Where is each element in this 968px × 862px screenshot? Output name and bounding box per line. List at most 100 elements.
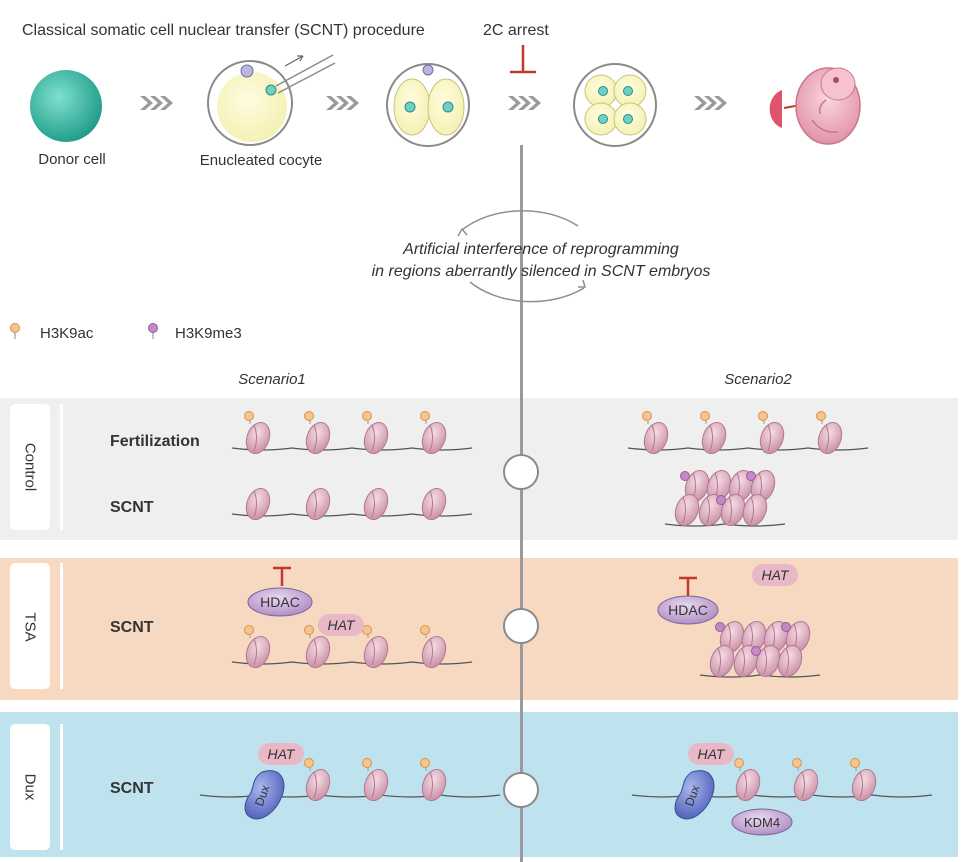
- nucleosome-wrap: [429, 424, 433, 452]
- h3k9ac-mark: [362, 758, 372, 768]
- kdm4-label: KDM4: [744, 815, 780, 830]
- h3k9ac-mark: [700, 411, 710, 421]
- nucleosome-wrap: [763, 647, 767, 675]
- dux-label-scenario2: Dux: [682, 783, 702, 808]
- hdac-label-scenario1: HDAC: [260, 594, 300, 610]
- nucleosome: [701, 422, 727, 454]
- h3k9me3-mark: [781, 622, 791, 632]
- nucleosome-wrap: [651, 424, 655, 452]
- nucleosome: [363, 488, 389, 520]
- hat-protein-tsa-scenario2: [752, 564, 798, 586]
- junction-circle: [503, 454, 539, 490]
- h3k9ac-mark: [420, 411, 430, 421]
- h3k9ac-mark: [304, 758, 314, 768]
- h3k9ac-mark: [758, 411, 768, 421]
- mouse-fetus-icon: [769, 67, 861, 145]
- h3k9me3-mark: [680, 471, 690, 481]
- nucleosome: [305, 636, 331, 668]
- nucleosome-wrap: [717, 647, 721, 675]
- h3k9ac-mark: [304, 411, 314, 421]
- h3k9me3-mark: [751, 646, 761, 656]
- cycle-text-line2: in regions aberrantly silenced in SCNT e…: [372, 263, 711, 280]
- nucleosome-wrap: [371, 771, 375, 799]
- nucleosome: [363, 636, 389, 668]
- nucleosome: [643, 422, 669, 454]
- junction-circle: [503, 772, 539, 808]
- nucleosome-wrap: [429, 771, 433, 799]
- h3k9ac-mark: [734, 758, 744, 768]
- oocyte-label: Enucleated cocyte: [200, 152, 323, 169]
- nucleosome: [709, 645, 735, 677]
- hat-label-tsa-scenario1: HAT: [328, 617, 356, 633]
- h3k9ac-mark: [244, 411, 254, 421]
- h3k9ac-mark: [420, 625, 430, 635]
- nucleosome: [421, 488, 447, 520]
- dux-label-scenario1: Dux: [252, 783, 272, 808]
- nucleosome-wrap: [767, 424, 771, 452]
- procedure-title: Classical somatic cell nuclear transfer …: [22, 22, 425, 39]
- kdm4-protein: [731, 808, 793, 836]
- nucleosome: [245, 636, 271, 668]
- tsa-scnt-label: SCNT: [110, 619, 154, 636]
- nucleosome: [363, 769, 389, 801]
- nucleosome-wrap: [801, 771, 805, 799]
- hat-protein-tsa-scenario1: [318, 614, 364, 636]
- chromatin-layer: [199, 411, 933, 801]
- hdac-protein-scenario2: [657, 595, 719, 625]
- enucleated-oocyte: [207, 54, 336, 146]
- nucleosome-wrap: [728, 496, 732, 524]
- h3k9ac-mark: [304, 625, 314, 635]
- nucleosome-wrap: [706, 496, 710, 524]
- hdac-protein-scenario1: [247, 587, 313, 617]
- nucleosome-wrap: [253, 490, 257, 518]
- nucleosome-wrap: [859, 771, 863, 799]
- nucleosome: [245, 422, 271, 454]
- h3k9ac-mark: [850, 758, 860, 768]
- tsa-tab: TSA: [10, 563, 63, 689]
- nucleosome-wrap: [429, 638, 433, 666]
- cycle-arrows-icon: [457, 210, 586, 303]
- hat-label-dux-scenario1: HAT: [268, 746, 296, 762]
- control-fertilization-label: Fertilization: [110, 433, 200, 450]
- nucleosome: [305, 769, 331, 801]
- h3k9me3-mark: [716, 495, 726, 505]
- arrow-icon: [140, 96, 173, 110]
- hdac-inhibit-icon: [273, 566, 291, 586]
- nucleosome: [245, 488, 271, 520]
- nucleosome: [421, 422, 447, 454]
- nucleosome-wrap: [371, 424, 375, 452]
- dux-protein-scenario2: Dux: [674, 770, 715, 820]
- arrow-icon: [326, 96, 359, 110]
- nucleosome-wrap: [750, 496, 754, 524]
- nucleosome-wrap: [253, 424, 257, 452]
- h3k9ac-mark: [816, 411, 826, 421]
- dux-tab-label: Dux: [22, 774, 39, 801]
- hat-protein-dux-scenario1: [258, 743, 304, 765]
- nucleosome-wrap: [313, 638, 317, 666]
- hdac-label-scenario2: HDAC: [668, 602, 708, 618]
- arrest-inhibit-icon: [510, 45, 536, 74]
- control-tab: Control: [10, 404, 63, 530]
- h3k9ac-mark: [362, 625, 372, 635]
- legend-h3k9me3: H3K9me3: [175, 325, 242, 342]
- h3k9ac-mark: [362, 411, 372, 421]
- donor-cell: [30, 70, 102, 142]
- cycle-text-line1: Artificial interference of reprogramming: [402, 241, 679, 258]
- nucleosome-wrap: [313, 490, 317, 518]
- nucleosome: [674, 494, 700, 526]
- nucleosome-wrap: [682, 496, 686, 524]
- nucleosome-wrap: [785, 647, 789, 675]
- dux-tab: Dux: [10, 724, 63, 850]
- scenario1-header: Scenario1: [238, 371, 306, 388]
- dux-protein-scenario1: Dux: [244, 770, 285, 820]
- nucleosome: [742, 494, 768, 526]
- control-panel: [0, 398, 958, 540]
- nucleosome: [793, 769, 819, 801]
- nucleosome-wrap: [313, 771, 317, 799]
- h3k9ac-mark: [642, 411, 652, 421]
- nucleosome-wrap: [253, 638, 257, 666]
- hat-protein-dux-scenario2: [688, 743, 734, 765]
- h3k9ac-mark: [792, 758, 802, 768]
- dux-scnt-label: SCNT: [110, 780, 154, 797]
